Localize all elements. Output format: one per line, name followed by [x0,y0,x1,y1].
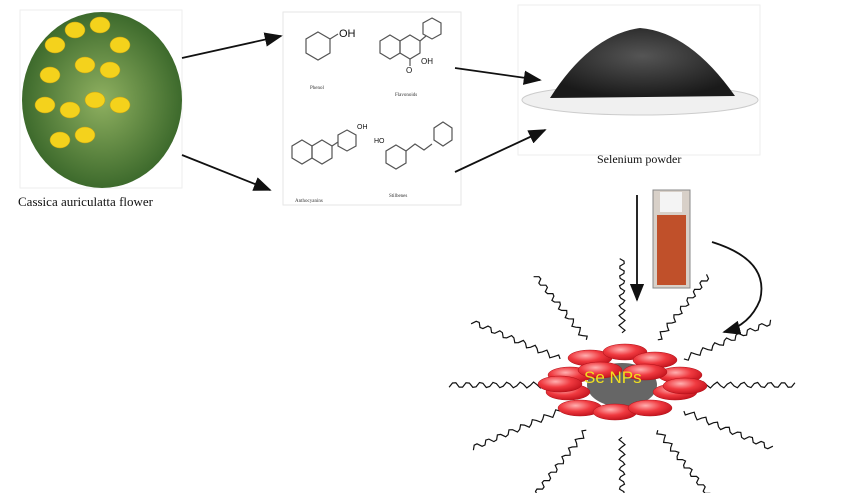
flower-image [19,9,183,189]
petal [99,61,121,79]
petal [89,16,111,34]
petal [44,36,66,54]
ligand-chain [533,276,588,340]
ligand-chain [472,409,561,451]
shell-molecule [662,377,708,395]
cuvette-image [652,189,691,289]
shell-molecule [627,399,673,417]
stilbene-ho: HO [374,138,385,145]
curved-arrow [711,241,763,335]
chemical-structures [291,17,453,170]
se-nanoparticle [448,258,796,493]
ligand-chain [618,436,626,493]
arrow-flower-to-phenolics-top [181,32,283,59]
shell-molecule [537,375,583,393]
arrow-to-powder-bottom [454,129,547,173]
shell-molecule [577,361,623,379]
selenium-powder-image [517,4,761,156]
flavonoids-label: Flavonoids [395,93,418,98]
flavonoid-structure [379,17,442,66]
flavonoid-oh: OH [421,57,433,66]
petal [74,126,96,144]
shell-molecule [622,363,668,381]
ligand-chain [618,258,626,334]
ligand-chain [657,274,710,341]
ligand-chain [683,410,774,450]
powder-label: Selenium powder [597,152,682,166]
petal [109,36,131,54]
petal [59,101,81,119]
petal [49,131,71,149]
petal [39,66,61,84]
phenol-oh: OH [339,28,356,40]
anthocyanin-oh: OH [357,124,368,131]
ligand-chain [448,381,551,389]
anthocyanin-structure [291,129,357,165]
petal [64,21,86,39]
petal [84,91,106,109]
ligand-chain [693,381,796,389]
petal [34,96,56,114]
ligand-chain [470,320,561,360]
stilbenes-label: Stilbenes [389,194,408,199]
ligand-chain [534,429,587,493]
polyphenols-box [282,11,462,206]
stilbene-structure [385,121,453,170]
se-nps-label: Se NPs [584,368,642,387]
phenol-label: Phenol [310,86,324,91]
flavonoid-o: O [406,66,413,75]
ligand-chain [683,319,772,361]
anthocyanins-label: Anthocyanins [295,199,323,204]
flower-label: Cassica auriculatta flower [18,194,153,209]
petal [74,56,96,74]
arrow-flower-to-phenolics-bottom [181,154,272,191]
petal [109,96,131,114]
arrow-to-powder-top [454,67,542,85]
ligand-chain [656,430,711,493]
